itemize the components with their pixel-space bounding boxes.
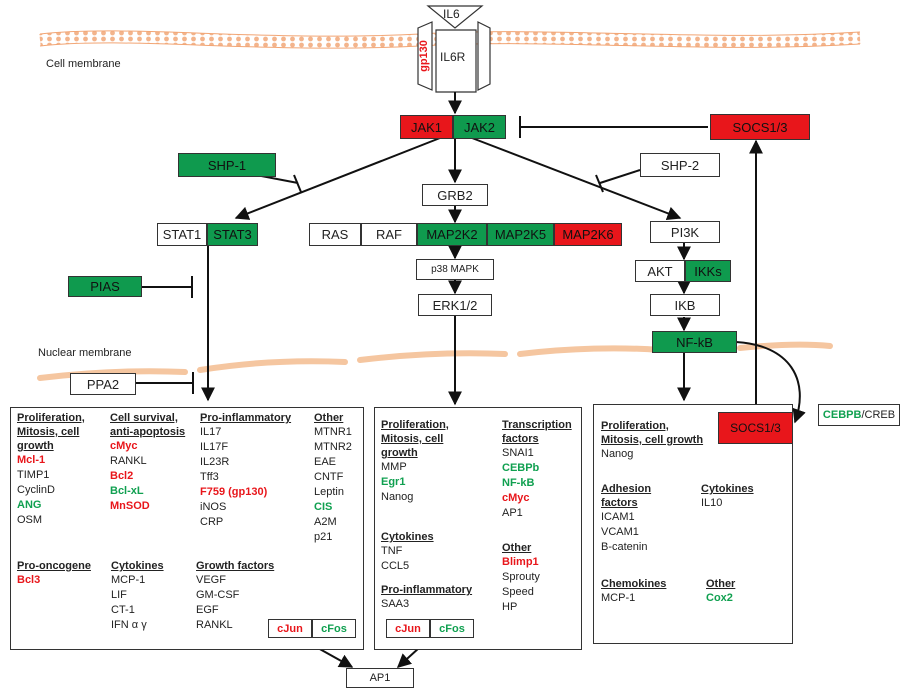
ikb-node: IKB [650, 294, 720, 316]
ikks-node: IKKs [685, 260, 731, 282]
stat3-node: STAT3 [207, 223, 258, 246]
panel2-tf: Transcription factors SNAI1 CEBPb NF-kB … [502, 418, 572, 521]
il6-label: IL6 [443, 7, 460, 21]
panel2-cytokines: Cytokines TNF CCL5 [381, 530, 434, 574]
cfos-box-2: cFos [430, 619, 474, 638]
gp130-label: gp130 [418, 40, 430, 72]
ras-node: RAS [309, 223, 361, 246]
panel2-other: Other Blimp1 Sprouty Speed HP [502, 541, 540, 615]
grb2-node: GRB2 [422, 184, 488, 206]
panel1-other: Other MTNR1 MTNR2 EAE CNTF Leptin CIS A2… [314, 411, 352, 545]
panel1-prolif: Proliferation, Mitosis, cell growth Mcl-… [17, 411, 85, 528]
socs13-node: SOCS1/3 [710, 114, 810, 140]
cebpb-label: CEBPB [823, 409, 862, 421]
ppa2-node: PPA2 [70, 373, 136, 395]
shp1-node: SHP-1 [178, 153, 276, 177]
ap1-node: AP1 [346, 668, 414, 688]
panel1-cytokines: Cytokines MCP-1 LIF CT-1 IFN α γ [111, 559, 164, 633]
cebpb-creb-node: CEBPB/CREB [818, 404, 900, 426]
map2k2-node: MAP2K2 [417, 223, 487, 246]
akt-node: AKT [635, 260, 685, 282]
pi3k-node: PI3K [650, 221, 720, 243]
panel1-oncogene: Pro-oncogene Bcl3 [17, 559, 91, 588]
raf-node: RAF [361, 223, 417, 246]
panel1-proinf: Pro-inflammatory IL17 IL17F IL23R Tff3 F… [200, 411, 291, 530]
erk-node: ERK1/2 [418, 294, 492, 316]
cjun-box-1: cJun [268, 619, 312, 638]
jak1-node: JAK1 [400, 115, 453, 139]
panel3-chemokines: Chemokines MCP-1 [601, 577, 666, 606]
map2k5-node: MAP2K5 [487, 223, 554, 246]
panel3-cytokines: Cytokines IL10 [701, 482, 754, 511]
nfkb-node: NF-kB [652, 331, 737, 353]
panel3-prolif: Proliferation, Mitosis, cell growth Nano… [601, 419, 703, 462]
cfos-box-1: cFos [312, 619, 356, 638]
socs13-nuclear-node: SOCS1/3 [718, 412, 793, 444]
cjun-box-2: cJun [386, 619, 430, 638]
nuclear-membrane-label: Nuclear membrane [38, 347, 132, 359]
panel2-prolif: Proliferation, Mitosis, cell growth MMP … [381, 418, 449, 505]
p38-node: p38 MAPK [416, 259, 494, 280]
creb-label: /CREB [861, 409, 895, 421]
shp2-node: SHP-2 [640, 153, 720, 177]
jak2-node: JAK2 [453, 115, 506, 139]
map2k6-node: MAP2K6 [554, 223, 622, 246]
pias-node: PIAS [68, 276, 142, 297]
il6r-label: IL6R [440, 50, 465, 64]
panel2-proinf: Pro-inflammatory SAA3 [381, 583, 472, 612]
panel1-survival: Cell survival, anti-apoptosis cMyc RANKL… [110, 411, 185, 514]
panel3-other: Other Cox2 [706, 577, 735, 606]
stat1-node: STAT1 [157, 223, 207, 246]
cell-membrane-label: Cell membrane [46, 58, 121, 70]
panel3-adhesion: Adhesion factors ICAM1 VCAM1 B-catenin [601, 482, 651, 555]
panel1-growth: Growth factors VEGF GM-CSF EGF RANKL [196, 559, 274, 633]
